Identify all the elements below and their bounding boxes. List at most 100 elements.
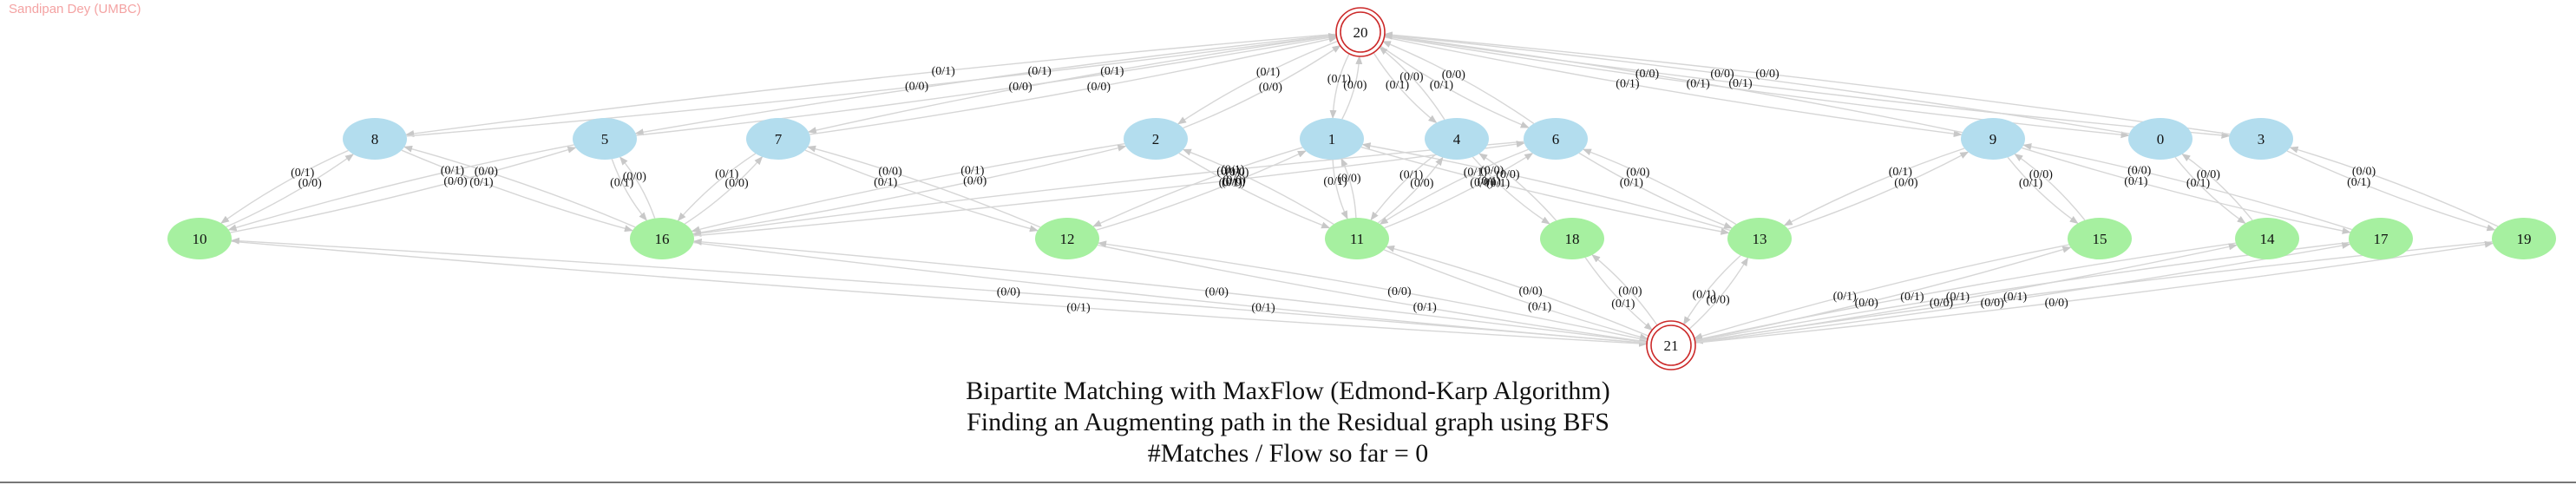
node-0-label: 0 bbox=[2157, 131, 2165, 147]
caption-flow-count: #Matches / Flow so far = 0 bbox=[1147, 439, 1429, 468]
node-3-label: 3 bbox=[2258, 131, 2265, 147]
edge-19-21-label: (0/1) bbox=[2003, 291, 2028, 304]
edge-21-12 bbox=[1098, 240, 1648, 341]
edge-11-2 bbox=[1182, 148, 1334, 226]
edge-7-12-label: (0/1) bbox=[874, 176, 898, 189]
edge-17-9 bbox=[2022, 143, 2352, 231]
edge-13-21 bbox=[1682, 254, 1741, 325]
edge-16-5-label: (0/0) bbox=[623, 171, 647, 184]
edge-13-9-label: (0/0) bbox=[1894, 176, 1918, 189]
node-0: 0 bbox=[2128, 118, 2193, 160]
edge-2-20 bbox=[1183, 44, 1341, 129]
edge-8-20-label: (0/0) bbox=[905, 81, 929, 94]
edge-11-21 bbox=[1383, 249, 1649, 341]
edge-16-2-label: (0/0) bbox=[963, 175, 987, 188]
edge-20-0 bbox=[1384, 35, 2130, 139]
edge-21-16-label: (0/0) bbox=[1205, 285, 1229, 298]
edge-19-3 bbox=[2289, 146, 2499, 227]
edge-20-2 bbox=[1177, 40, 1339, 125]
edge-20-1-label: (0/1) bbox=[1327, 73, 1352, 86]
node-10: 10 bbox=[167, 218, 232, 259]
edge-11-4-label: (0/0) bbox=[1410, 177, 1434, 190]
edge-18-21-label: (0/1) bbox=[1611, 298, 1635, 311]
bottom-divider bbox=[0, 482, 2576, 483]
edge-3-19-label: (0/1) bbox=[2347, 176, 2371, 189]
node-18-label: 18 bbox=[1565, 231, 1580, 247]
edge-10-5-label: (0/0) bbox=[443, 175, 468, 188]
edge-18-4 bbox=[1478, 153, 1557, 221]
edge-8-20 bbox=[406, 32, 1338, 137]
edge-7-20-label: (0/0) bbox=[1087, 81, 1111, 94]
edge-16-6-label: (0/0) bbox=[1222, 174, 1247, 187]
node-13-label: 13 bbox=[1753, 231, 1767, 247]
edge-21-18-label: (0/0) bbox=[1618, 285, 1642, 298]
edge-13-9 bbox=[1787, 151, 1970, 230]
edge-0-20 bbox=[1383, 31, 2130, 134]
node-21: 21 bbox=[1646, 320, 1696, 370]
edge-8-10-label: (0/1) bbox=[291, 167, 315, 180]
edge-20-8-label: (0/1) bbox=[932, 65, 956, 78]
edge-16-8 bbox=[403, 145, 636, 228]
edge-9-15-label: (0/1) bbox=[2019, 177, 2043, 190]
edge-4-11-label: (0/1) bbox=[1399, 168, 1424, 181]
edge-3-20 bbox=[1383, 31, 2231, 135]
edge-20-7 bbox=[807, 35, 1337, 134]
node-6: 6 bbox=[1524, 118, 1588, 160]
edge-5-16 bbox=[611, 159, 647, 221]
edge-3-20-label: (0/0) bbox=[1755, 68, 1780, 81]
caption-title: Bipartite Matching with MaxFlow (Edmond-… bbox=[966, 377, 1610, 405]
edge-8-10 bbox=[220, 149, 349, 224]
edge-20-4-label: (0/1) bbox=[1386, 79, 1410, 92]
node-5: 5 bbox=[573, 118, 637, 160]
node-14-label: 14 bbox=[2260, 231, 2276, 247]
node-8-label: 8 bbox=[371, 131, 379, 147]
edge-9-17 bbox=[2022, 147, 2351, 234]
edge-16-2 bbox=[692, 144, 1127, 234]
node-14: 14 bbox=[2235, 218, 2299, 259]
edge-1-11-label: (0/1) bbox=[1323, 175, 1347, 188]
edge-10-21-label: (0/1) bbox=[1066, 302, 1091, 315]
edge-17-21-label: (0/1) bbox=[1946, 291, 1970, 304]
node-12: 12 bbox=[1035, 218, 1099, 259]
edge-4-20-label: (0/0) bbox=[1399, 71, 1424, 84]
edge-1-12 bbox=[1092, 147, 1303, 227]
edge-16-6 bbox=[693, 141, 1525, 237]
edge-21-11-label: (0/0) bbox=[1518, 285, 1543, 298]
edge-20-7-label: (0/1) bbox=[1100, 65, 1124, 78]
edge-15-21 bbox=[1693, 244, 2069, 340]
edge-2-11-label: (0/1) bbox=[1219, 177, 1243, 190]
edge-20-3-label: (0/1) bbox=[1728, 77, 1753, 90]
edge-9-13-label: (0/1) bbox=[1889, 166, 1913, 179]
node-1: 1 bbox=[1300, 118, 1364, 160]
edge-13-1 bbox=[1361, 142, 1731, 232]
edge-7-12 bbox=[804, 149, 1039, 233]
edge-6-11 bbox=[1379, 148, 1529, 225]
edge-13-21-label: (0/1) bbox=[1692, 289, 1716, 302]
node-11-label: 11 bbox=[1350, 231, 1364, 247]
edge-0-14-label: (0/1) bbox=[2186, 177, 2211, 190]
edge-17-9-label: (0/0) bbox=[2127, 165, 2152, 178]
edge-8-16-label: (0/1) bbox=[469, 176, 494, 189]
edge-2-16-label: (0/1) bbox=[960, 164, 985, 177]
edge-20-4 bbox=[1373, 52, 1438, 124]
edge-18-4-label: (0/0) bbox=[1496, 168, 1520, 181]
edge-20-3 bbox=[1384, 35, 2231, 139]
edge-20-2-label: (0/1) bbox=[1256, 66, 1281, 79]
node-9: 9 bbox=[1961, 118, 2025, 160]
node-15-label: 15 bbox=[2093, 231, 2107, 247]
edge-13-1-label: (0/0) bbox=[1480, 165, 1504, 178]
node-7: 7 bbox=[746, 118, 810, 160]
edge-1-20 bbox=[1341, 56, 1363, 120]
edge-6-20-label: (0/0) bbox=[1442, 69, 1466, 82]
edge-7-16 bbox=[677, 153, 757, 221]
edge-21-11 bbox=[1386, 245, 1649, 337]
edge-7-16-label: (0/1) bbox=[715, 168, 739, 181]
edge-16-21-label: (0/1) bbox=[1251, 301, 1275, 314]
edge-21-16 bbox=[692, 238, 1648, 344]
edge-21-19 bbox=[1694, 240, 2494, 344]
caption-subtitle: Finding an Augmenting path in the Residu… bbox=[967, 408, 1609, 436]
edge-2-20-label: (0/0) bbox=[1259, 82, 1283, 95]
edge-9-15 bbox=[2007, 156, 2079, 224]
edge-21-15 bbox=[1694, 246, 2072, 342]
